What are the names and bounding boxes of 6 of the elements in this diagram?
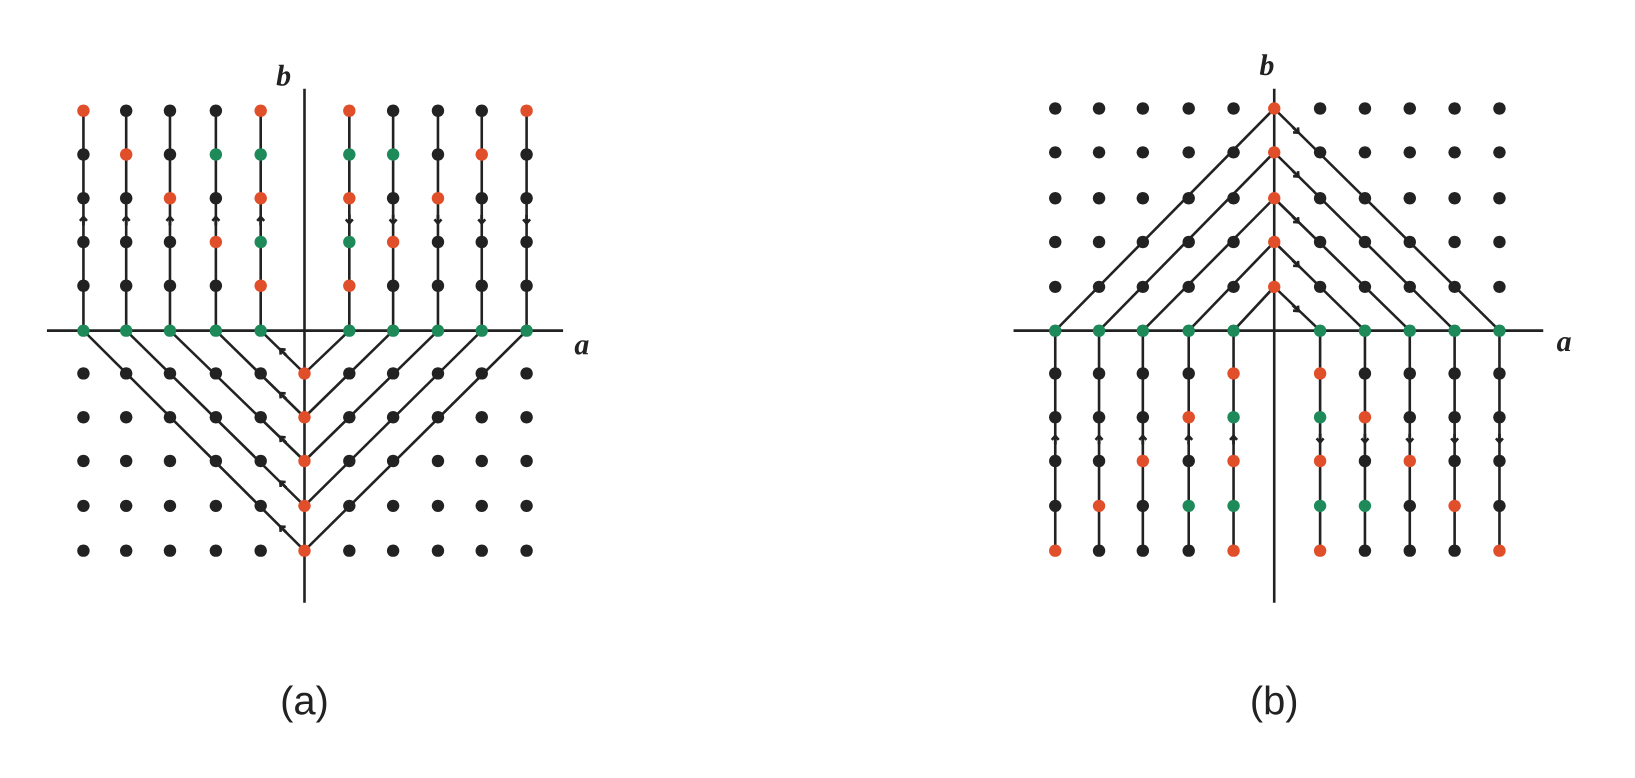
axis-label: b xyxy=(276,64,291,86)
axis-label: a xyxy=(1556,337,1571,352)
axis-label: a xyxy=(574,340,589,355)
axis-label: b xyxy=(1259,54,1274,76)
panel-label: (a) xyxy=(282,685,327,723)
panel-label: (b) xyxy=(1252,685,1297,723)
